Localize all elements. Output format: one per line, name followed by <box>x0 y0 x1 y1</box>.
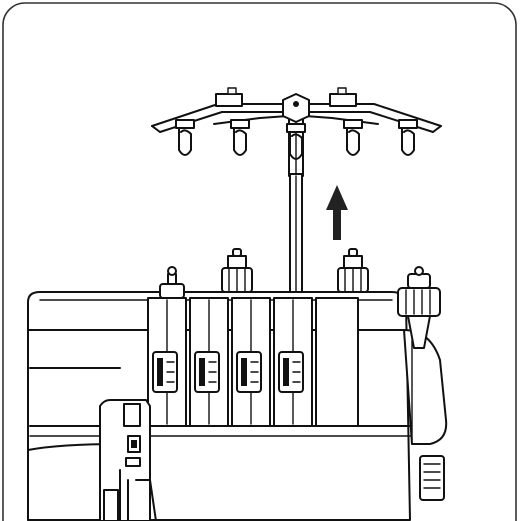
tension-dial-4 <box>278 351 304 393</box>
top-thread-guides <box>159 248 369 299</box>
thread-stand-rod <box>288 117 304 299</box>
tension-units <box>147 297 359 427</box>
tension-dial-1 <box>152 351 178 393</box>
tension-dial-3 <box>236 351 262 393</box>
up-arrow-icon <box>326 185 348 240</box>
tension-dial-2 <box>194 351 220 393</box>
needle-area <box>99 399 157 521</box>
thread-stand <box>151 87 442 299</box>
handwheel <box>397 266 441 349</box>
thread-guide-hooks <box>175 119 418 160</box>
